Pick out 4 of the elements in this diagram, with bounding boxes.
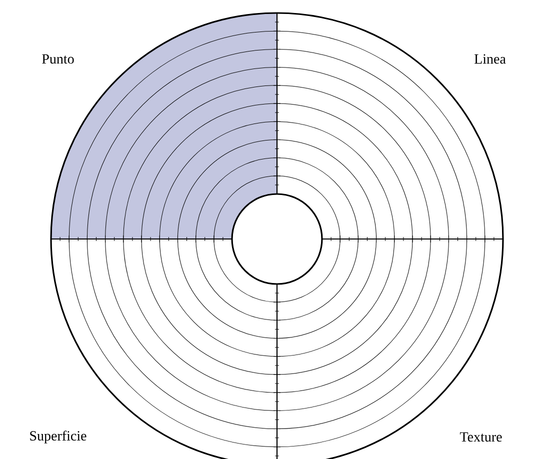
quadrant-label: Linea (474, 54, 506, 64)
quadrant-label: Texture (460, 432, 502, 442)
quadrant-label: Superficie (30, 430, 86, 444)
quadrant-label: Punto (42, 54, 74, 64)
